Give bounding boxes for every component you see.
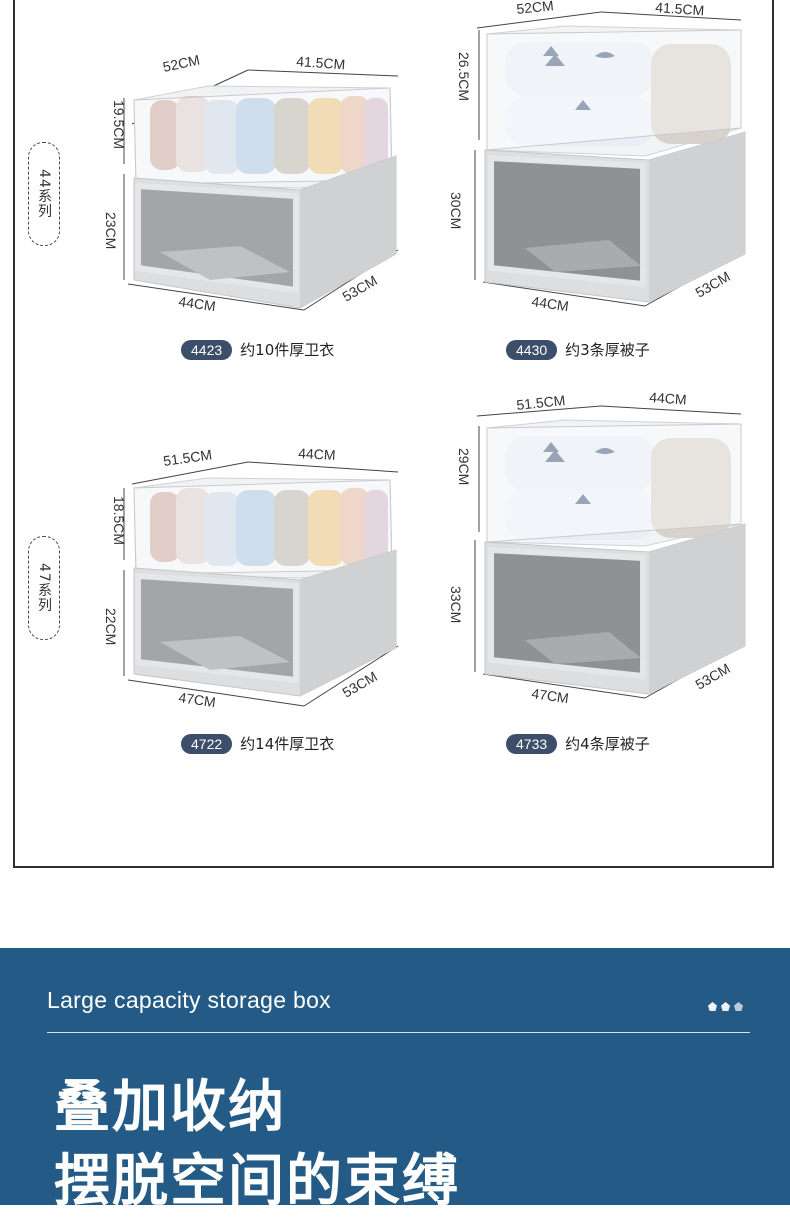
product-caption-4430: 4430 约3条厚被子	[506, 339, 650, 360]
dim-base-height: 23CM	[103, 212, 119, 249]
dim-top-width: 52CM	[516, 0, 555, 17]
dim-top-width: 52CM	[161, 52, 201, 75]
product-4430: 52CM 41.5CM 26.5CM 30CM 44CM 53CM	[445, 0, 765, 320]
dim-base-width: 47CM	[178, 689, 217, 710]
product-capacity: 约4条厚被子	[565, 735, 650, 753]
series-label-47: 47系列	[28, 536, 60, 640]
product-illustration: 52CM 41.5CM 26.5CM 30CM 44CM 53CM	[448, 0, 746, 314]
feature-banner	[0, 948, 790, 1205]
product-4423: 52CM 41.5CM 19.5CM 23CM 44CM 53CM	[100, 40, 420, 320]
dim-base-height: 33CM	[448, 586, 464, 623]
dim-base-height: 30CM	[448, 192, 464, 229]
dim-top-depth: 41.5CM	[655, 0, 705, 18]
product-illustration: 51.5CM 44CM 18.5CM 22CM 47CM 53CM	[103, 445, 399, 710]
banner-subtitle: Large capacity storage box	[47, 987, 331, 1013]
dim-top-depth: 41.5CM	[296, 53, 346, 72]
product-capacity: 约14件厚卫衣	[240, 735, 335, 753]
dim-base-width: 44CM	[178, 293, 217, 314]
dim-top-height: 26.5CM	[456, 52, 472, 101]
dim-top-width: 51.5CM	[162, 446, 213, 469]
series-label-44: 44系列	[28, 142, 60, 246]
dim-base-height: 22CM	[103, 608, 119, 645]
product-capacity: 约10件厚卫衣	[240, 341, 335, 359]
dim-base-width: 47CM	[531, 685, 570, 706]
dim-top-height: 18.5CM	[111, 496, 127, 545]
decorative-dots-icon	[708, 1002, 743, 1011]
product-4722: 51.5CM 44CM 18.5CM 22CM 47CM 53CM	[100, 436, 420, 716]
product-capacity: 约3条厚被子	[565, 341, 650, 359]
dim-top-depth: 44CM	[649, 389, 687, 408]
product-code-badge: 4430	[506, 339, 558, 360]
product-code-badge: 4423	[181, 339, 233, 360]
dim-top-depth: 44CM	[298, 445, 336, 463]
product-illustration: 52CM 41.5CM 19.5CM 23CM 44CM 53CM	[103, 52, 399, 314]
series-label-text: 47系列	[36, 563, 52, 613]
dim-base-width: 44CM	[531, 293, 570, 314]
dim-top-height: 19.5CM	[111, 100, 127, 149]
series-label-text: 44系列	[36, 169, 52, 219]
banner-headline-2: 摆脱空间的束缚	[54, 1149, 460, 1214]
banner-headline-1: 叠加收纳	[54, 1075, 286, 1140]
product-4733: 51.5CM 44CM 29CM 33CM 47CM 53CM	[445, 386, 765, 716]
product-code-badge: 4722	[181, 733, 233, 754]
product-code-badge: 4733	[506, 733, 558, 754]
product-illustration: 51.5CM 44CM 29CM 33CM 47CM 53CM	[448, 389, 746, 706]
product-caption-4722: 4722 约14件厚卫衣	[181, 733, 334, 754]
product-caption-4733: 4733 约4条厚被子	[506, 733, 650, 754]
dim-top-height: 29CM	[456, 448, 472, 485]
banner-divider	[47, 1032, 750, 1033]
dim-top-width: 51.5CM	[516, 392, 566, 413]
product-caption-4423: 4423 约10件厚卫衣	[181, 339, 334, 360]
